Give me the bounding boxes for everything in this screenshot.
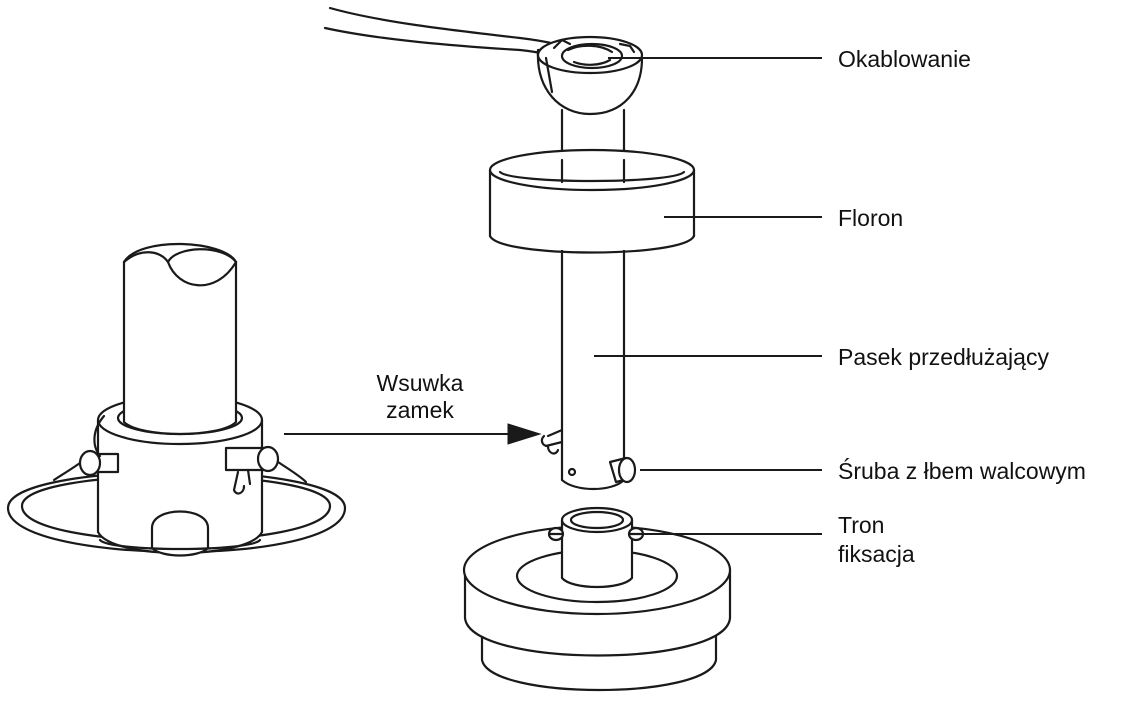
label-tron-line2: fiksacja	[838, 541, 915, 567]
label-wsuwka-line1: Wsuwka	[376, 370, 464, 396]
canopy-floron	[488, 148, 696, 254]
rod-end	[122, 242, 238, 436]
label-tron-line1: Tron	[838, 512, 885, 538]
left-bolt	[52, 449, 120, 482]
arrow-head	[507, 423, 542, 445]
downrod-assembly	[323, 6, 732, 692]
label-wsuwka-line2: zamek	[386, 397, 454, 423]
label-pasek: Pasek przedłużający	[838, 344, 1049, 370]
motor-base	[462, 506, 732, 692]
hanger-ball	[536, 35, 644, 116]
leader-lines	[284, 57, 822, 535]
label-sruba: Śruba z łbem walcowym	[838, 458, 1086, 484]
mounted-assembly	[6, 242, 347, 557]
safety-wire	[93, 414, 106, 458]
label-floron: Floron	[838, 205, 904, 231]
right-pin	[224, 445, 308, 495]
clevis-pin	[540, 428, 564, 455]
cylinder-head-screw	[608, 456, 637, 484]
label-okablowanie: Okablowanie	[838, 46, 971, 72]
